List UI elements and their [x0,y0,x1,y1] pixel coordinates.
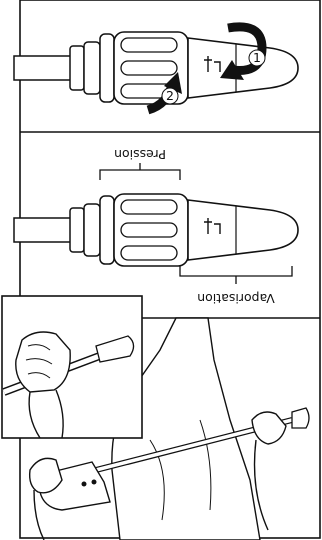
inset-closeup [2,296,142,438]
gloved-hand [16,332,70,392]
arrow-1-number: 1 [253,50,261,65]
pressure-bracket [100,170,180,180]
panel-middle: Pression Vaporisation [14,147,298,306]
arrow-2-number: 2 [166,88,174,103]
spray-bracket [180,266,292,276]
label-pressure: Pression [114,147,166,162]
wand-nozzle [14,194,298,266]
label-spray: Vaporisation [197,291,275,306]
panel-top: 1 2 [14,27,298,110]
right-hand [252,412,286,444]
